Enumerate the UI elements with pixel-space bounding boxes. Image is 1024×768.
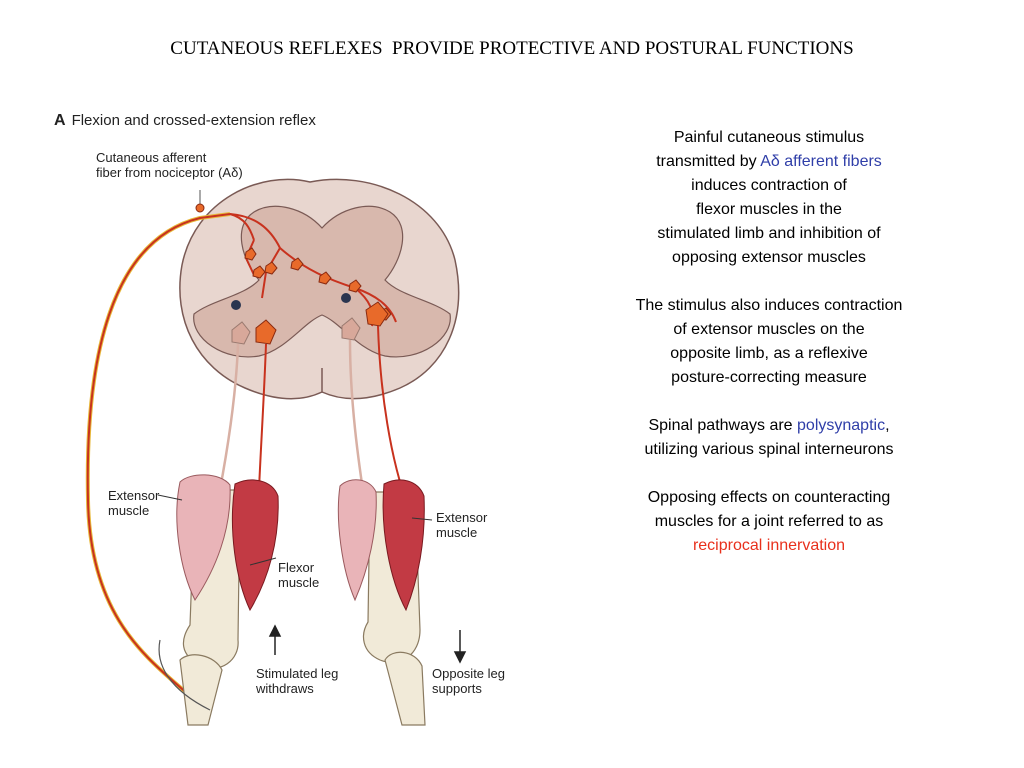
panel-title: Flexion and crossed-extension reflex: [71, 112, 316, 129]
afferent-fibers-highlight: Aδ afferent fibers: [760, 153, 882, 170]
description-paragraph-3: Spinal pathways are polysynaptic, utiliz…: [588, 414, 950, 462]
opposite-label: Opposite leg supports: [432, 666, 505, 696]
right-tibia: [384, 651, 426, 726]
left-flexor-motor-neuron: [255, 319, 277, 345]
right-inhibitory-interneuron: [341, 293, 351, 303]
opposite-label-line-2: supports: [432, 681, 482, 696]
left-extensor-label: Extensor muscle: [108, 488, 159, 518]
left-extensor-label-line-2: muscle: [108, 503, 150, 518]
left-extensor-label-line-1: Extensor: [108, 488, 160, 503]
polysynaptic-highlight: polysynaptic: [797, 417, 886, 434]
left-inhibitory-interneuron: [231, 300, 241, 310]
right-extensor-label-line-2: muscle: [436, 525, 478, 540]
afferent-label-line-2: fiber from nociceptor (Aδ): [96, 165, 243, 180]
p1-line-a: Painful cutaneous stimulus: [673, 129, 865, 146]
right-extensor-muscle: [382, 479, 425, 612]
p3-line-c: utilizing various spinal interneurons: [644, 441, 894, 458]
p1-line-f: opposing extensor muscles: [672, 249, 866, 266]
panel-letter: A: [54, 112, 66, 129]
description-paragraph-1: Painful cutaneous stimulus transmitted b…: [588, 126, 950, 270]
p1-line-d: flexor muscles in the: [696, 201, 842, 218]
opposite-arrow: [453, 630, 467, 664]
slide-title: CUTANEOUS REFLEXES PROVIDE PROTECTIVE AN…: [170, 38, 854, 59]
reciprocal-innervation-highlight: reciprocal innervation: [692, 537, 846, 554]
right-extensor-motor-neuron: [365, 301, 389, 327]
flexor-label-line-1: Flexor: [278, 560, 315, 575]
p4-line-b: muscles for a joint referred to as: [654, 513, 884, 530]
left-flexor-muscle: [231, 479, 279, 612]
reflex-figure: A Flexion and crossed-extension reflex Cu…: [40, 100, 570, 730]
reflex-diagram: [85, 178, 467, 726]
flexor-label-line-2: muscle: [278, 575, 320, 590]
p3-comma: ,: [885, 417, 890, 434]
afferent-fiber-core: [86, 213, 231, 697]
p2-line-a: The stimulus also induces contraction: [635, 297, 903, 314]
opposite-label-line-1: Opposite leg: [432, 666, 505, 681]
left-extensor-muscle: [176, 474, 231, 601]
p1-line-b: transmitted by: [656, 153, 761, 170]
p1-line-c: induces contraction of: [691, 177, 847, 194]
left-extensor-motor-neuron: [231, 321, 251, 345]
dorsal-root-ganglion: [195, 203, 205, 213]
afferent-label: Cutaneous afferent fiber from nociceptor…: [96, 150, 243, 180]
flexor-label: Flexor muscle: [278, 560, 319, 590]
stimulated-arrow: [268, 624, 282, 655]
right-extensor-label: Extensor muscle: [436, 510, 487, 540]
p2-line-d: posture-correcting measure: [671, 369, 867, 386]
p4-line-a: Opposing effects on counteracting: [647, 489, 891, 506]
stimulated-label-line-2: withdraws: [256, 681, 314, 696]
left-shin-outline: [158, 639, 211, 711]
p2-line-b: of extensor muscles on the: [673, 321, 865, 338]
right-extensor-label-line-1: Extensor: [436, 510, 488, 525]
right-flexor-muscle: [337, 479, 377, 602]
panel-heading: A Flexion and crossed-extension reflex: [54, 112, 316, 130]
stimulated-label: Stimulated leg withdraws: [256, 666, 338, 696]
p1-line-e: stimulated limb and inhibition of: [657, 225, 881, 242]
description-paragraph-2: The stimulus also induces contraction of…: [588, 294, 950, 390]
p2-line-c: opposite limb, as a reflexive: [670, 345, 868, 362]
leader-lines: [157, 494, 433, 566]
description-panel: Painful cutaneous stimulus transmitted b…: [588, 126, 950, 582]
description-paragraph-4: Opposing effects on counteracting muscle…: [588, 486, 950, 558]
p3-line-a: Spinal pathways are: [648, 417, 798, 434]
right-flexor-motor-neuron: [341, 317, 361, 341]
left-tibia: [179, 654, 223, 726]
stimulated-label-line-1: Stimulated leg: [256, 666, 339, 681]
afferent-label-line-1: Cutaneous afferent: [96, 150, 207, 165]
